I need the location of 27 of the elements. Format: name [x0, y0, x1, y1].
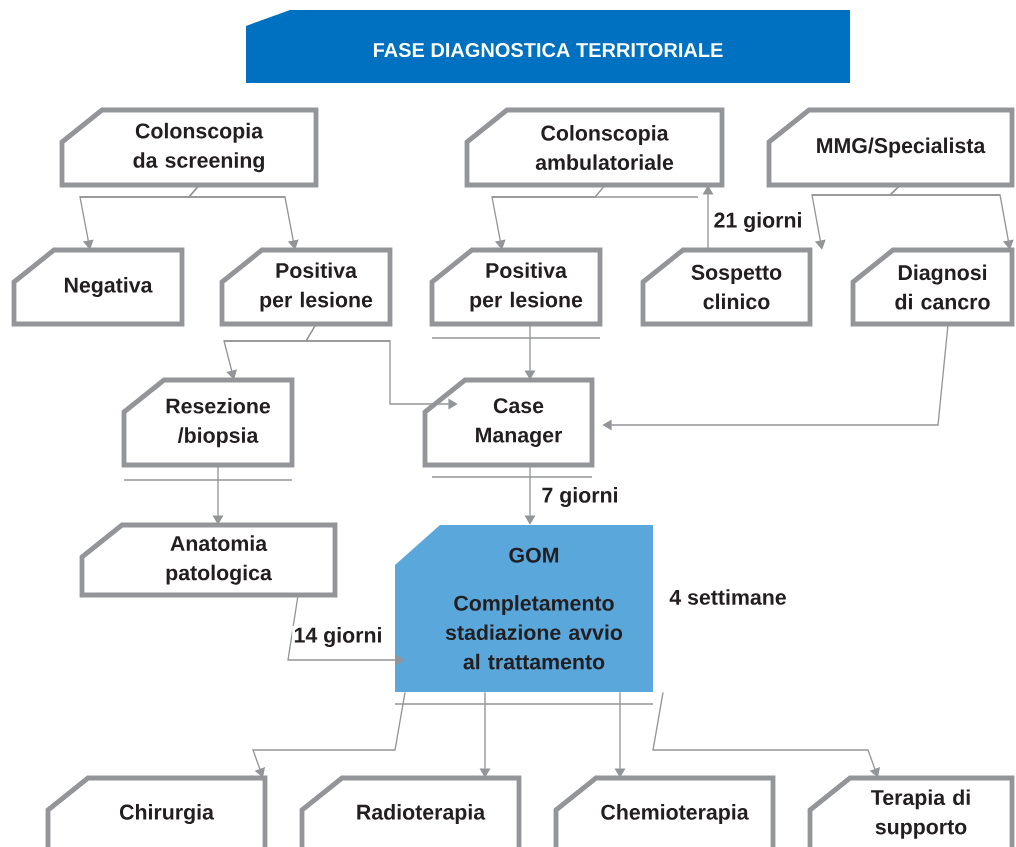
process-box: Positiva per lesione [429, 247, 603, 327]
arrow [652, 691, 881, 778]
arrow [491, 184, 606, 250]
edge-label: 14 giorni [292, 625, 384, 649]
edge-label: 7 giorni [540, 485, 620, 509]
process-box: Radioterapia [299, 775, 522, 847]
edge-label: 21 giorni [712, 210, 804, 234]
process-box: Colonscopia ambulatoriale [464, 107, 725, 188]
process-box: Case Manager [422, 377, 595, 468]
duration-label: 4 settimane [669, 589, 786, 605]
team-box: GOM Completamento stadiazione avvio al trattamento [395, 525, 653, 692]
process-box: Terapia di supporto [807, 775, 1015, 847]
process-box: Resezione /biopsia [121, 377, 295, 468]
arrow [888, 184, 1014, 250]
arrow [602, 323, 949, 431]
process-box: Positiva per lesione [219, 247, 393, 327]
arrow [187, 184, 299, 250]
title-banner: FASE DIAGNOSTICA TERRITORIALE [246, 10, 850, 83]
process-box: Sospetto clinico [640, 247, 813, 327]
process-box: Diagnosi di cancro [850, 247, 1015, 327]
process-box: Chirurgia [45, 775, 268, 847]
process-box: Chemioterapia [553, 775, 776, 847]
arrow [252, 691, 406, 778]
process-box: Colonscopia da screening [59, 107, 319, 188]
process-box: Anatomia patologica [79, 522, 338, 598]
process-box: Negativa [11, 247, 185, 327]
process-box: MMG/Specialista [766, 107, 1015, 188]
